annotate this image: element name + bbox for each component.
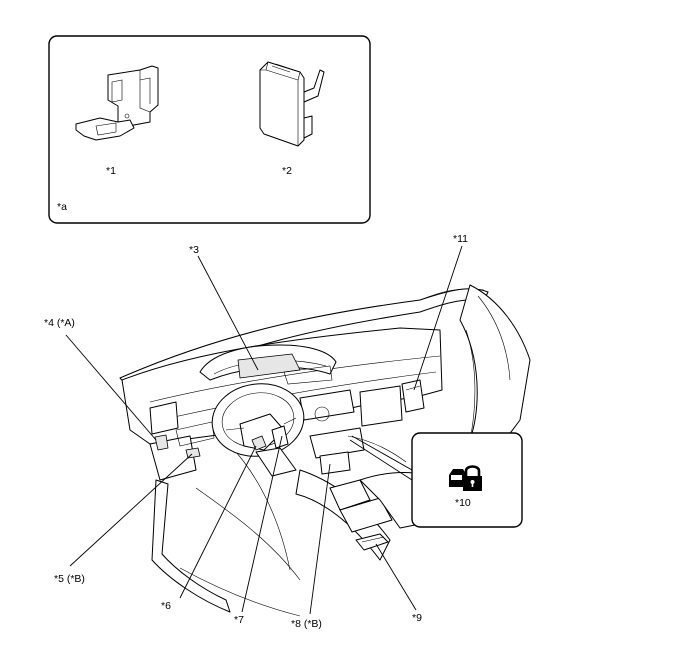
lock-indicator-callout-box: *10 bbox=[349, 432, 523, 528]
inset-label: *a bbox=[57, 201, 67, 213]
leader-11 bbox=[413, 245, 463, 391]
car-with-padlock-icon bbox=[449, 465, 482, 491]
leader-4 bbox=[65, 334, 157, 441]
callout-6-label: *6 bbox=[161, 600, 171, 612]
callout-5-label: *5 (*B) bbox=[54, 573, 85, 585]
leader-8 bbox=[309, 463, 331, 615]
leader-5 bbox=[69, 453, 193, 567]
callout-9-label: *9 bbox=[412, 612, 422, 624]
callout-7-label: *7 bbox=[234, 614, 244, 626]
callout-1-label: *1 bbox=[106, 165, 116, 177]
callout-2-label: *2 bbox=[282, 165, 292, 177]
leader-6 bbox=[179, 445, 257, 599]
component-1-illustration: *1 bbox=[75, 65, 159, 177]
leader-3 bbox=[197, 255, 259, 371]
callout-3-label: *3 bbox=[189, 244, 199, 256]
callout-8-label: *8 (*B) bbox=[291, 618, 322, 630]
inset-panel: *1 *2 *a bbox=[48, 35, 371, 224]
callout-10-label: *10 bbox=[455, 497, 471, 509]
vehicle-interior-illustration bbox=[119, 284, 531, 617]
leader-9 bbox=[375, 543, 417, 611]
leader-lines bbox=[65, 245, 463, 615]
callout-labels: *3 *4 (*A) *5 (*B) *6 *7 *8 (*B) *9 *11 bbox=[44, 233, 468, 630]
callout-4-label: *4 (*A) bbox=[44, 317, 75, 329]
leader-7 bbox=[241, 435, 283, 613]
callout-11-label: *11 bbox=[453, 233, 468, 245]
component-2-illustration: *2 bbox=[259, 61, 325, 177]
